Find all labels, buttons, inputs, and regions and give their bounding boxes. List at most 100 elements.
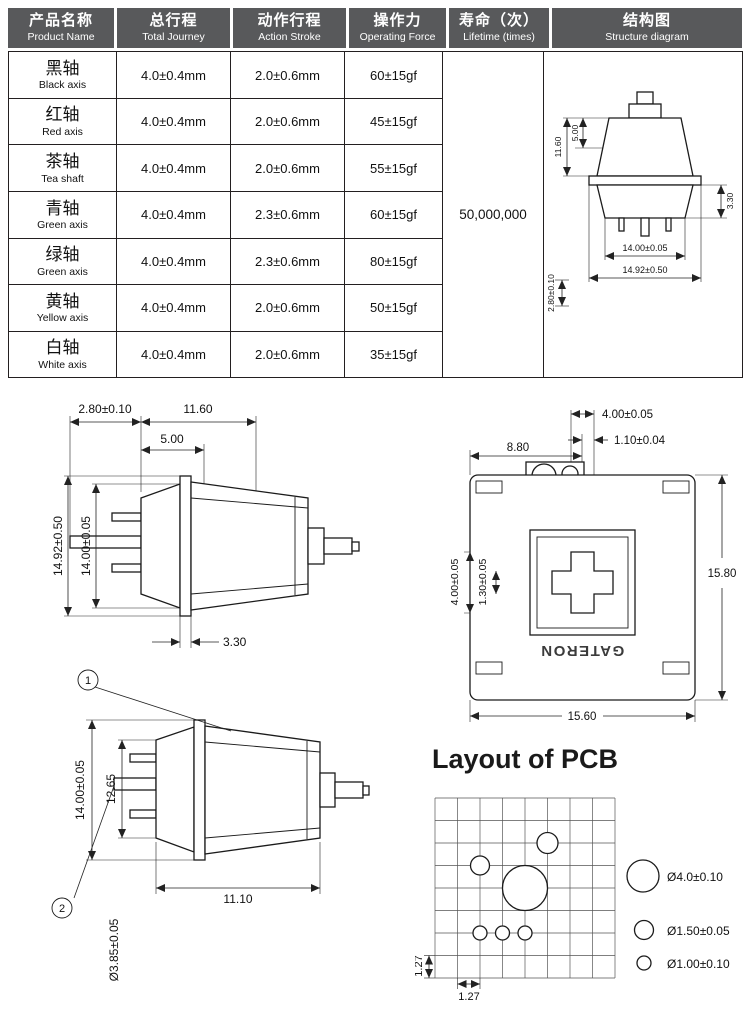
table-row-black: 黑轴 Black axis 4.0±0.4mm 2.0±0.6mm 60±15g… bbox=[8, 51, 743, 379]
dim-label: 11.60 bbox=[553, 137, 563, 158]
dim-label: 15.80 bbox=[708, 568, 737, 580]
total-journey-value: 4.0±0.4mm bbox=[116, 284, 231, 332]
dim-label: 2.80±0.10 bbox=[546, 274, 556, 312]
dim-label: 11.10 bbox=[223, 892, 252, 906]
product-name-en: Green axis bbox=[37, 219, 88, 232]
dim-label: 14.00±0.05 bbox=[73, 760, 87, 820]
dim-label: 14.00±0.05 bbox=[622, 243, 667, 253]
header-action-stroke-en: Action Stroke bbox=[258, 30, 321, 43]
dimension-lines bbox=[466, 410, 726, 720]
product-name-zh: 青轴 bbox=[45, 198, 80, 218]
total-journey-value: 4.0±0.4mm bbox=[116, 97, 231, 146]
pcb-layout-drawing: 1.27 1.27 Ø4.0±0.10 Ø1.50±0.05 Ø1.00±0.1… bbox=[413, 797, 730, 1003]
pcb-layout-title: Layout of PCB bbox=[432, 744, 618, 774]
pitch-dimension-lines bbox=[425, 955, 480, 988]
contact-hole bbox=[469, 855, 491, 876]
operating-force-value: 80±15gf bbox=[344, 237, 443, 286]
product-name-zh: 黄轴 bbox=[45, 291, 80, 311]
header-lifetime-zh: 寿命（次） bbox=[458, 12, 539, 29]
legend-label: Ø1.50±0.05 bbox=[667, 924, 730, 938]
table-row-white: 白轴 White axis 4.0±0.4mm 2.0±0.6mm 35±15g… bbox=[8, 330, 743, 379]
operating-force-value: 35±15gf bbox=[344, 330, 443, 379]
brand-logo-text: GATERON bbox=[540, 642, 624, 659]
pitch-label-h: 1.27 bbox=[458, 991, 479, 1003]
legend-hole-medium bbox=[633, 919, 655, 941]
dim-label: Ø3.85±0.05 bbox=[107, 918, 121, 981]
product-name-cell: 茶轴 Tea shaft bbox=[8, 144, 117, 193]
product-name-zh: 绿轴 bbox=[45, 245, 80, 265]
action-stroke-value: 2.3±0.6mm bbox=[230, 237, 345, 286]
dim-label: 1.30±0.05 bbox=[477, 559, 489, 606]
structure-diagram-drawing: 5.00 11.60 3.30 14.00±0.05 14.92±0.50 2.… bbox=[546, 91, 735, 312]
table-row-green2: 绿轴 Green axis 4.0±0.4mm 2.3±0.6mm 80±15g… bbox=[8, 237, 743, 286]
product-name-zh: 茶轴 bbox=[45, 151, 80, 171]
dim-label: 12.65 bbox=[104, 774, 118, 804]
header-action-stroke: 动作行程 Action Stroke bbox=[233, 8, 346, 49]
header-action-stroke-zh: 动作行程 bbox=[257, 12, 322, 29]
product-name-cell: 绿轴 Green axis bbox=[8, 237, 117, 286]
dim-label: 14.00±0.05 bbox=[79, 516, 93, 576]
header-total-journey-zh: 总行程 bbox=[149, 12, 198, 29]
pitch-label-v: 1.27 bbox=[415, 955, 425, 976]
operating-force-value: 45±15gf bbox=[344, 97, 443, 146]
header-lifetime-en: Lifetime (times) bbox=[463, 30, 535, 43]
top-view-drawing: GATERON 4.00±0.05 1.10±0.04 8.80 15.80 1… bbox=[449, 409, 737, 723]
pcb-layout-block: 1.27 1.27 Ø4.0±0.10 Ø1.50±0.05 Ø1.00±0.1… bbox=[413, 788, 745, 1013]
table-row-green: 青轴 Green axis 4.0±0.4mm 2.3±0.6mm 60±15g… bbox=[8, 191, 743, 239]
contact-hole bbox=[536, 831, 559, 855]
switch-outline bbox=[587, 91, 702, 237]
action-stroke-value: 2.3±0.6mm bbox=[230, 191, 345, 239]
total-journey-value: 4.0±0.4mm bbox=[116, 51, 231, 99]
header-structure-diagram-en: Structure diagram bbox=[605, 30, 689, 43]
product-name-zh: 白轴 bbox=[45, 338, 80, 358]
table-row-tea: 茶轴 Tea shaft 4.0±0.4mm 2.0±0.6mm 55±15gf bbox=[8, 144, 743, 193]
product-name-cell: 黑轴 Black axis bbox=[8, 51, 117, 99]
pin-view-drawing: 1 2 12.65 14.00±0.05 11.10 Ø3.85±0.05 bbox=[51, 669, 370, 981]
dim-label: 15.60 bbox=[568, 711, 597, 723]
side-view-drawing-block: 2.80±0.10 11.60 5.00 14.00±0.05 14.92±0.… bbox=[8, 396, 428, 673]
center-hole bbox=[501, 864, 549, 912]
legend-label: Ø1.00±0.10 bbox=[667, 957, 730, 971]
operating-force-value: 50±15gf bbox=[344, 284, 443, 332]
product-name-zh: 黑轴 bbox=[45, 58, 80, 78]
header-structure-diagram-zh: 结构图 bbox=[622, 12, 671, 29]
product-name-en: Tea shaft bbox=[41, 172, 84, 185]
action-stroke-value: 2.0±0.6mm bbox=[230, 51, 345, 99]
extension-lines bbox=[86, 719, 321, 894]
table-row-red: 红轴 Red axis 4.0±0.4mm 2.0±0.6mm 45±15gf bbox=[8, 97, 743, 146]
dim-label: 1.10±0.04 bbox=[614, 435, 666, 447]
product-name-cell: 白轴 White axis bbox=[8, 330, 117, 379]
led-hole bbox=[517, 925, 533, 941]
dim-label: 5.00 bbox=[160, 432, 184, 446]
product-name-en: Yellow axis bbox=[36, 312, 89, 325]
switch-top-outline bbox=[469, 461, 696, 701]
callout-1-number: 1 bbox=[85, 675, 91, 687]
dim-label: 8.80 bbox=[507, 442, 529, 454]
product-name-en: Black axis bbox=[38, 79, 87, 92]
spec-table-header: 产品名称 Product Name 总行程 Total Journey 动作行程… bbox=[8, 8, 742, 49]
product-name-en: White axis bbox=[38, 358, 87, 371]
total-journey-value: 4.0±0.4mm bbox=[116, 144, 231, 193]
pcb-legend: Ø4.0±0.10 Ø1.50±0.05 Ø1.00±0.10 bbox=[626, 859, 730, 971]
dimension-lines bbox=[557, 118, 725, 307]
product-name-cell: 黄轴 Yellow axis bbox=[8, 284, 117, 332]
product-name-en: Green axis bbox=[37, 265, 88, 278]
header-structure-diagram: 结构图 Structure diagram bbox=[552, 8, 742, 49]
structure-diagram-cell: 5.00 11.60 3.30 14.00±0.05 14.92±0.50 2.… bbox=[543, 51, 743, 379]
callout-1: 1 bbox=[77, 669, 99, 691]
action-stroke-value: 2.0±0.6mm bbox=[230, 284, 345, 332]
side-view-drawing: 2.80±0.10 11.60 5.00 14.00±0.05 14.92±0.… bbox=[51, 402, 360, 649]
pcb-grid bbox=[434, 797, 616, 979]
extension-lines bbox=[64, 416, 257, 648]
product-name-cell: 红轴 Red axis bbox=[8, 97, 117, 146]
switch-outline bbox=[113, 719, 370, 861]
operating-force-value: 60±15gf bbox=[344, 51, 443, 99]
spec-table: 产品名称 Product Name 总行程 Total Journey 动作行程… bbox=[8, 8, 743, 379]
dim-label: 11.60 bbox=[183, 402, 212, 416]
header-operating-force-en: Operating Force bbox=[359, 30, 436, 43]
action-stroke-value: 2.0±0.6mm bbox=[230, 97, 345, 146]
dimension-lines bbox=[73, 686, 320, 899]
callout-2: 2 bbox=[51, 897, 73, 919]
switch-outline bbox=[69, 475, 360, 617]
pcb-holes bbox=[469, 831, 559, 941]
